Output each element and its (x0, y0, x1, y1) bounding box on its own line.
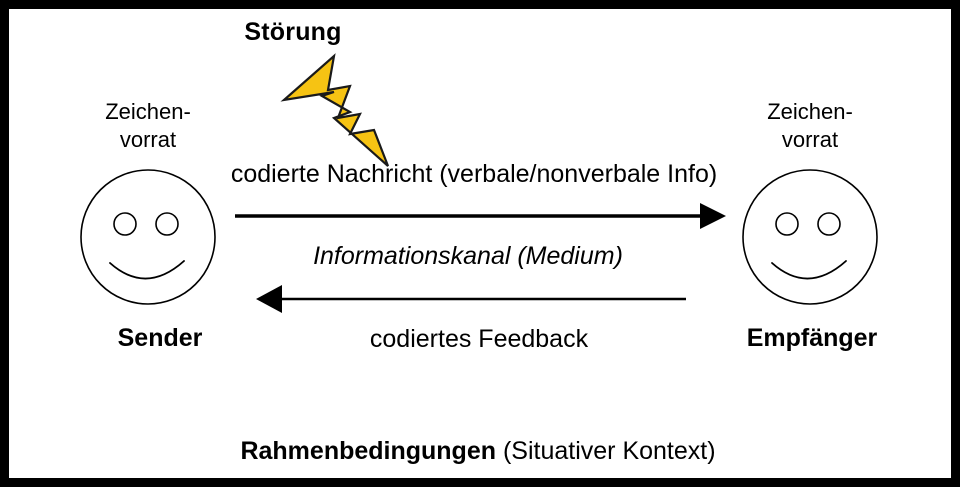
receiver-stock-line2: vorrat (781, 126, 839, 152)
context-caption-bold: Rahmenbedingungen (240, 437, 497, 465)
sender-smiley-face-icon (80, 169, 216, 305)
context-caption-rest: (Situativer Kontext) (496, 437, 716, 465)
sender-sign-stock-label: Zeichen- vorrat (105, 98, 191, 153)
context-caption: Rahmenbedingungen (Situativer Kontext) (240, 437, 715, 467)
forward-message-arrow (235, 203, 726, 229)
lightning-bolt-icon (280, 53, 390, 167)
receiver-smiley-face-icon (742, 169, 878, 305)
information-channel-label: Informationskanal (Medium) (313, 242, 623, 270)
receiver-sign-stock-label: Zeichen- vorrat (767, 98, 853, 153)
sender-stock-line2: vorrat (119, 126, 177, 152)
receiver-role-label: Empfänger (746, 324, 878, 352)
sender-role-label: Sender (117, 324, 203, 352)
forward-message-label: codierte Nachricht (verbale/nonverbale I… (230, 160, 718, 188)
receiver-stock-line1: Zeichen- (767, 99, 853, 124)
sender-stock-line1: Zeichen- (105, 99, 191, 124)
disturbance-label: Störung (244, 18, 342, 46)
feedback-message-label: codiertes Feedback (369, 325, 589, 353)
feedback-arrow (256, 285, 686, 313)
